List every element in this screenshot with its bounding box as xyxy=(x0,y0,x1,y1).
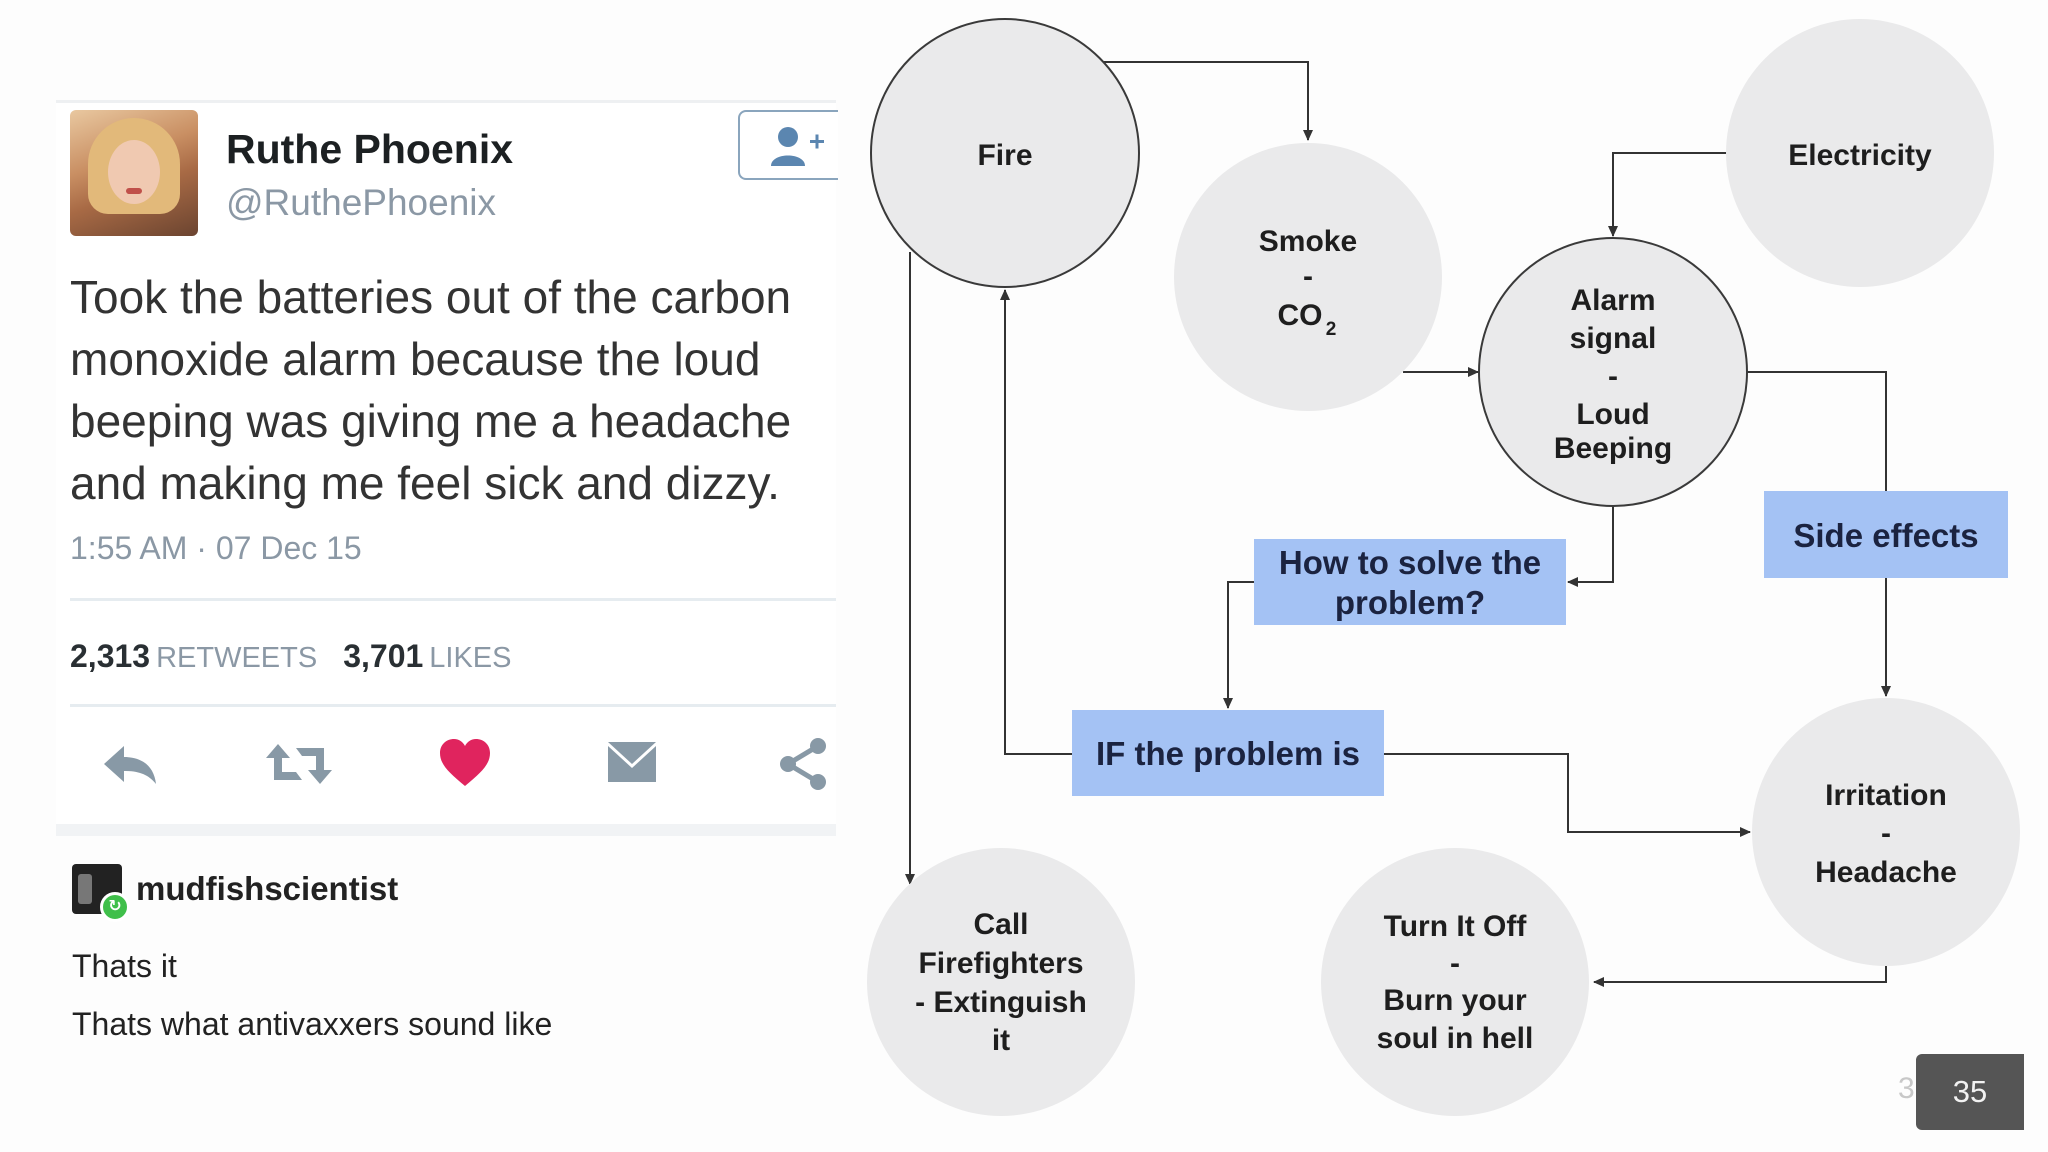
node-label: Electricity xyxy=(1788,139,1932,172)
message-icon xyxy=(608,742,656,782)
node-label: Headache xyxy=(1815,856,1957,889)
connector-electricity-alarm xyxy=(1608,152,1728,237)
divider xyxy=(56,100,836,103)
tweet-actions xyxy=(100,736,840,796)
node-label: Irritation xyxy=(1825,779,1947,812)
node-irritation: Irritation - Headache xyxy=(1752,698,2020,966)
reblog-comment-line: Thats what antivaxxers sound like xyxy=(72,1006,553,1042)
tweet-card: Ruthe Phoenix @RuthePhoenix Took the bat… xyxy=(56,100,838,836)
node-label: - Extinguish xyxy=(915,986,1087,1019)
box-how-to-solve: How to solve the problem? xyxy=(1254,539,1566,625)
divider xyxy=(56,824,836,836)
node-smoke: Smoke - CO 2 xyxy=(1174,143,1442,411)
message-button[interactable] xyxy=(604,736,660,792)
node-label: Turn It Off xyxy=(1384,910,1528,943)
node-label: soul in hell xyxy=(1377,1022,1534,1055)
box-label: Side effects xyxy=(1793,517,1978,554)
likes-count[interactable]: 3,701 xyxy=(343,638,424,674)
avatar[interactable] xyxy=(70,110,198,236)
node-label: Smoke xyxy=(1259,225,1357,258)
follow-icon xyxy=(771,127,824,166)
tweet-text: Took the batteries out of the carbon mon… xyxy=(70,271,792,509)
node-label: Burn your xyxy=(1383,984,1527,1017)
node-fire: Fire xyxy=(870,18,1140,288)
box-label: IF the problem is xyxy=(1096,735,1360,772)
connectors xyxy=(905,61,1891,987)
node-label: it xyxy=(992,1024,1010,1057)
reblog-icon: ↻ xyxy=(100,892,130,922)
follow-button[interactable] xyxy=(738,110,838,180)
reply-button[interactable] xyxy=(100,736,160,792)
node-label: Alarm xyxy=(1570,284,1655,317)
node-label-subscript: 2 xyxy=(1326,319,1337,340)
tweet-author-name[interactable]: Ruthe Phoenix xyxy=(226,126,514,172)
connector-alarm-how xyxy=(1567,506,1614,587)
share-button[interactable] xyxy=(776,736,828,792)
page-number: 35 xyxy=(1916,1054,2024,1130)
node-alarm: Alarm signal - Loud Beeping xyxy=(1478,237,1748,507)
node-call-firefighters: Call Firefighters - Extinguish it xyxy=(867,848,1135,1116)
node-label: - xyxy=(1608,360,1618,393)
reblog-comment-line: Thats it xyxy=(72,948,177,984)
page-number-ghost: 3 xyxy=(1898,1072,1915,1105)
node-label: Loud xyxy=(1576,398,1649,431)
node-label: CO xyxy=(1278,299,1323,332)
node-label: Fire xyxy=(977,139,1032,172)
box-side-effects: Side effects xyxy=(1764,491,2008,578)
retweets-count[interactable]: 2,313 xyxy=(70,638,151,674)
connector-if-fire xyxy=(1000,289,1072,755)
node-label: Beeping xyxy=(1554,432,1672,465)
share-icon xyxy=(780,738,826,790)
node-label: - xyxy=(1303,260,1313,293)
tweet-timestamp[interactable]: 1:55 AM · 07 Dec 15 xyxy=(70,530,362,566)
divider xyxy=(70,598,836,601)
retweet-button[interactable] xyxy=(264,736,334,792)
heart-icon xyxy=(440,739,490,786)
like-button[interactable] xyxy=(438,736,492,792)
box-label: How to solve the xyxy=(1279,544,1541,581)
connector-fire-smoke xyxy=(1100,61,1313,141)
connector-alarm-side xyxy=(1746,371,1887,492)
reply-icon xyxy=(104,746,156,784)
node-label: - xyxy=(1881,817,1891,850)
connector-if-irritation xyxy=(1384,753,1751,837)
connector-irritation-turnoff xyxy=(1593,966,1887,987)
box-if-problem: IF the problem is xyxy=(1072,710,1384,796)
divider xyxy=(70,704,836,707)
likes-label: LIKES xyxy=(429,642,512,674)
node-label: signal xyxy=(1570,322,1657,355)
node-label: Call xyxy=(973,908,1028,941)
node-electricity: Electricity xyxy=(1726,19,1994,287)
retweet-icon xyxy=(266,744,332,784)
reblog-username[interactable]: mudfishscientist xyxy=(136,870,399,907)
node-label: - xyxy=(1450,947,1460,980)
retweets-label: RETWEETS xyxy=(156,642,318,674)
connector-how-if xyxy=(1223,581,1254,709)
node-turn-it-off: Turn It Off - Burn your soul in hell xyxy=(1321,848,1589,1116)
tweet-author-handle[interactable]: @RuthePhoenix xyxy=(226,182,497,223)
box-label: problem? xyxy=(1335,584,1485,621)
node-label: Firefighters xyxy=(918,947,1083,980)
